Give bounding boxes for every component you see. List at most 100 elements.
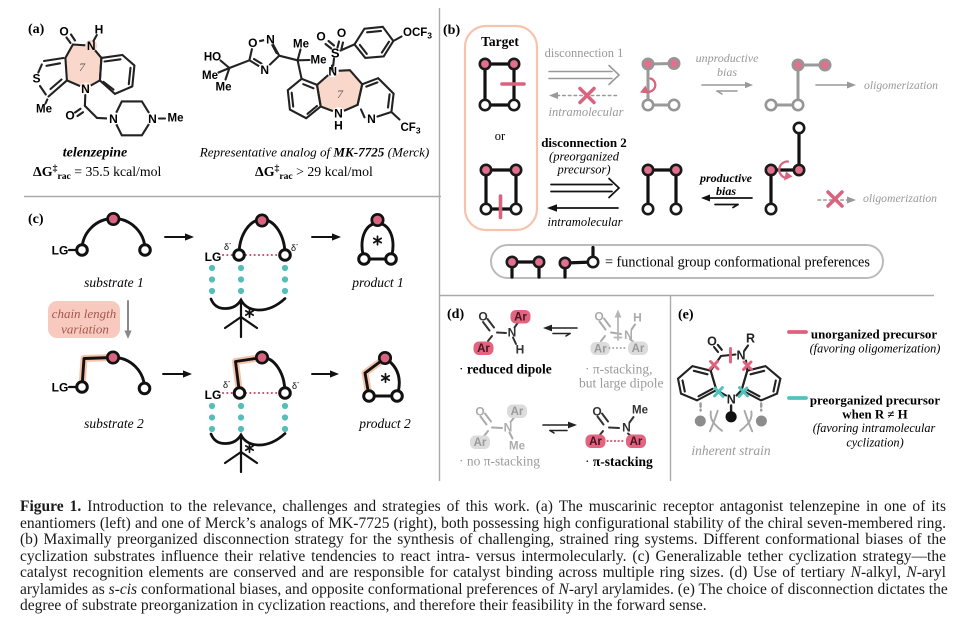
svg-text:· reduced dipole: · reduced dipole <box>459 362 552 377</box>
svg-text:variation: variation <box>61 322 109 337</box>
svg-text:Ar: Ar <box>477 343 490 355</box>
svg-text:unproductive: unproductive <box>696 51 760 65</box>
svg-text:product 2: product 2 <box>358 416 411 431</box>
svg-text:Ar: Ar <box>589 436 602 448</box>
svg-text:or: or <box>495 129 506 143</box>
svg-text:Me: Me <box>293 39 309 51</box>
svg-text:N: N <box>148 112 157 126</box>
svg-text:δ: δ <box>291 243 296 253</box>
svg-text:N: N <box>504 421 513 435</box>
svg-text:(favoring oligomerization): (favoring oligomerization) <box>810 342 941 356</box>
svg-text:(d): (d) <box>447 307 464 322</box>
svg-text:O: O <box>59 25 68 39</box>
svg-text:N: N <box>727 393 736 407</box>
svg-text:O: O <box>337 26 346 40</box>
svg-text:preorganized precursor: preorganized precursor <box>810 394 940 408</box>
svg-text:Ar: Ar <box>594 343 607 355</box>
svg-text:O: O <box>478 310 487 324</box>
svg-text:-: - <box>228 379 231 386</box>
svg-text:substrate 1: substrate 1 <box>84 275 144 290</box>
svg-text:precursor): precursor) <box>556 163 610 177</box>
svg-text:Ar: Ar <box>474 437 487 449</box>
svg-text:H: H <box>334 119 343 133</box>
svg-text:Me: Me <box>311 55 327 67</box>
svg-text:LG: LG <box>52 244 69 258</box>
svg-text:O: O <box>248 36 257 50</box>
svg-text:chain length: chain length <box>52 306 117 321</box>
svg-text:-: - <box>296 242 299 249</box>
svg-text:Me: Me <box>216 82 232 94</box>
svg-text:N: N <box>367 112 376 126</box>
svg-text:= functional group conformatio: = functional group conformational prefer… <box>605 255 870 271</box>
svg-text:7: 7 <box>337 87 344 101</box>
svg-text:H: H <box>516 343 525 357</box>
svg-text:bias: bias <box>717 65 737 79</box>
svg-text:N: N <box>109 112 118 126</box>
svg-text:Me: Me <box>632 405 648 417</box>
svg-text:O: O <box>475 405 484 419</box>
svg-text:Ar: Ar <box>514 312 527 324</box>
svg-text:Ar: Ar <box>630 436 643 448</box>
svg-text:H: H <box>95 23 104 37</box>
svg-text:productive: productive <box>699 171 753 185</box>
svg-text:· no π-stacking: · no π-stacking <box>459 454 540 469</box>
svg-text:bias: bias <box>716 184 736 198</box>
svg-text:LG: LG <box>205 388 222 402</box>
svg-text:cyclization): cyclization) <box>846 436 903 450</box>
svg-text:LG: LG <box>205 250 222 264</box>
svg-text:-: - <box>229 241 232 248</box>
svg-text:7: 7 <box>79 60 86 74</box>
svg-text:ΔG‡rac > 29 kcal/mol: ΔG‡rac > 29 kcal/mol <box>255 163 373 182</box>
svg-text:H: H <box>633 311 642 325</box>
svg-text:O: O <box>316 30 325 44</box>
svg-text:(a): (a) <box>28 22 45 37</box>
svg-text:telenzepine: telenzepine <box>63 146 128 161</box>
svg-text:S: S <box>331 46 340 61</box>
svg-text:N: N <box>624 328 633 342</box>
svg-text:Me: Me <box>202 70 218 82</box>
svg-text:but large dipole: but large dipole <box>579 376 663 391</box>
svg-text:N: N <box>508 326 517 340</box>
svg-text:disconnection 2: disconnection 2 <box>541 135 627 150</box>
svg-text:N: N <box>81 82 90 96</box>
svg-text:Target: Target <box>481 34 519 49</box>
svg-text:· π-stacking,: · π-stacking, <box>585 362 653 377</box>
svg-text:Me: Me <box>168 113 184 125</box>
svg-text:(b): (b) <box>443 23 460 38</box>
svg-text:· π-stacking: · π-stacking <box>585 454 653 469</box>
svg-text:Ar: Ar <box>511 406 524 418</box>
svg-text:O: O <box>65 109 74 123</box>
svg-text:when R ≠ H: when R ≠ H <box>842 408 907 422</box>
svg-text:intramolecular: intramolecular <box>548 215 623 229</box>
svg-text:Ar: Ar <box>632 343 645 355</box>
svg-text:HO: HO <box>204 52 221 64</box>
svg-text:R: R <box>746 332 755 346</box>
svg-text:N: N <box>334 107 343 121</box>
svg-text:(preorganized: (preorganized <box>549 150 620 164</box>
svg-text:N: N <box>87 39 96 53</box>
svg-text:oligomerization: oligomerization <box>863 192 937 205</box>
svg-text:-: - <box>297 380 300 387</box>
svg-text:inherent strain: inherent strain <box>691 443 771 458</box>
svg-text:Me: Me <box>509 441 525 453</box>
svg-text:Me: Me <box>36 104 52 116</box>
svg-text:product 1: product 1 <box>351 275 404 290</box>
svg-text:oligomerization: oligomerization <box>864 79 938 92</box>
svg-text:δ: δ <box>224 242 229 252</box>
svg-text:(e): (e) <box>678 308 694 323</box>
svg-text:substrate 2: substrate 2 <box>84 416 144 431</box>
svg-text:OCF3: OCF3 <box>403 27 432 41</box>
svg-text:unorganized precursor: unorganized precursor <box>811 328 937 342</box>
svg-text:O: O <box>594 310 603 324</box>
svg-text:LG: LG <box>52 381 69 395</box>
svg-text:intramolecular: intramolecular <box>549 105 624 119</box>
svg-text:δ: δ <box>292 381 297 391</box>
svg-text:disconnection 1: disconnection 1 <box>545 46 624 60</box>
svg-text:CF3: CF3 <box>401 122 421 136</box>
svg-text:O: O <box>592 405 601 419</box>
svg-text:N: N <box>736 349 745 363</box>
svg-text:N: N <box>622 421 631 435</box>
svg-text:(c): (c) <box>28 212 44 227</box>
svg-text:(favoring intramolecular: (favoring intramolecular <box>813 421 936 435</box>
svg-text:δ: δ <box>223 380 228 390</box>
